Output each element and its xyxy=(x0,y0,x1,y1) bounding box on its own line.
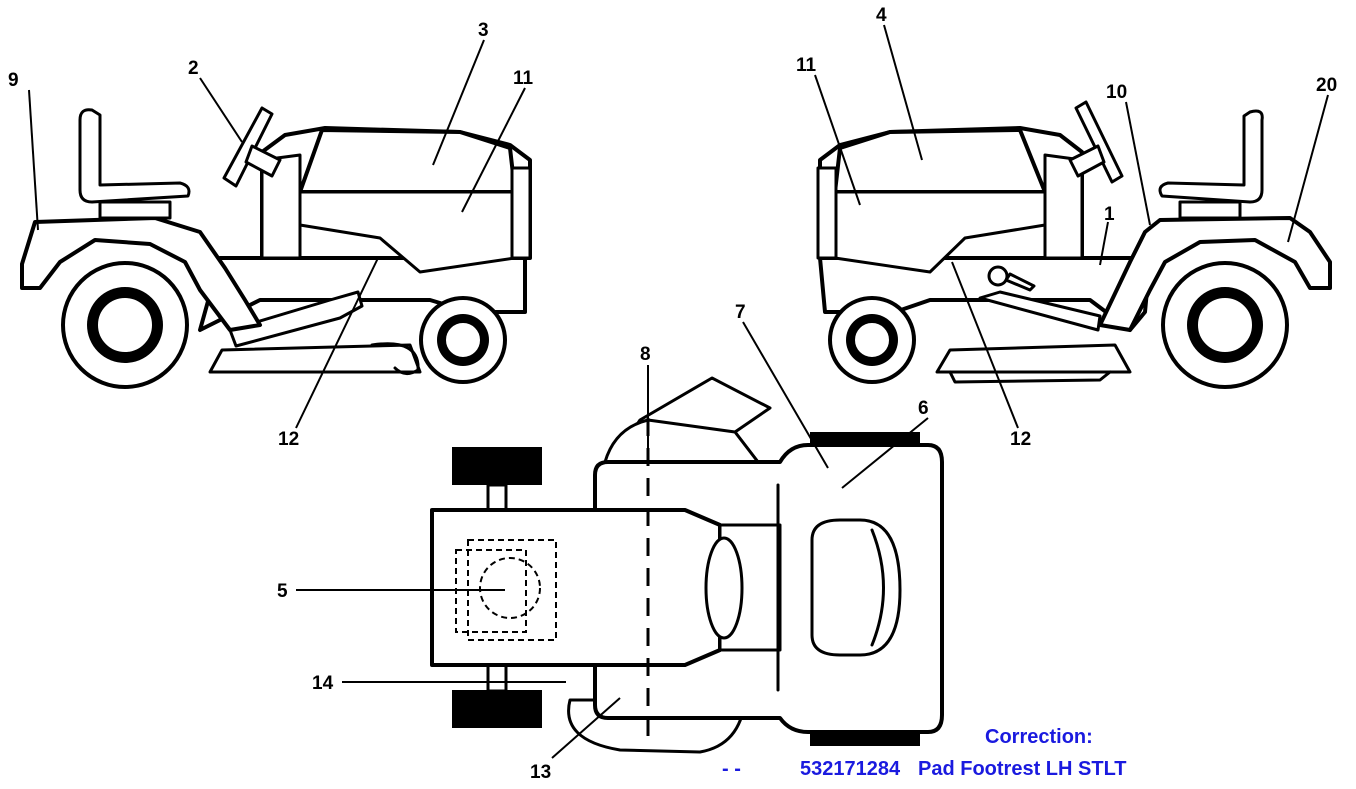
callout-5: 5 xyxy=(277,581,288,602)
mower-deck-right xyxy=(935,343,1132,374)
rear-fender-left xyxy=(20,216,262,332)
leader-7 xyxy=(742,321,829,469)
callout-12-right: 12 xyxy=(1010,429,1031,450)
frame-left xyxy=(198,256,527,332)
rear-tire-top-upper xyxy=(452,447,542,485)
callout-11-right: 11 xyxy=(796,55,817,76)
correction-heading: Correction: xyxy=(985,726,1093,748)
leader-13 xyxy=(551,697,621,759)
seat-right xyxy=(1158,109,1264,204)
leader-1 xyxy=(1099,221,1109,266)
hood-bulge-top xyxy=(810,518,902,657)
seat-base-left xyxy=(98,200,172,220)
leader-4 xyxy=(883,24,923,161)
leader-11-left xyxy=(461,87,526,213)
correction-marker: - - xyxy=(722,758,741,780)
tractor-top-view xyxy=(430,376,944,754)
callout-13: 13 xyxy=(530,762,551,783)
leader-20 xyxy=(1287,94,1329,243)
rear-fender-top xyxy=(430,508,722,667)
rear-hub-right xyxy=(1196,296,1254,354)
tractor-right-side-view xyxy=(816,100,1332,389)
rear-tire-top-lower xyxy=(452,690,542,728)
seat-base-right xyxy=(1178,200,1242,220)
leader-12-right xyxy=(951,261,1019,429)
hood-bulge-detail-top xyxy=(870,528,885,647)
callout-7: 7 xyxy=(735,302,746,323)
correction-description: Pad Footrest LH STLT xyxy=(918,758,1127,780)
callout-11-left: 11 xyxy=(513,68,534,89)
deck-discharge-chute-left xyxy=(370,342,420,375)
callout-20: 20 xyxy=(1316,75,1337,96)
footrest-left xyxy=(228,290,364,348)
mower-deck-left xyxy=(208,343,422,374)
callout-2: 2 xyxy=(188,58,199,79)
grille-left xyxy=(510,166,532,260)
dash-left xyxy=(260,153,302,260)
callout-12-left: 12 xyxy=(278,429,299,450)
throttle-knob-right xyxy=(987,265,1009,287)
rear-axle-top-upper xyxy=(486,483,508,514)
dash-right xyxy=(1043,153,1084,260)
front-hub-right xyxy=(853,321,891,359)
deck-front-arc-top xyxy=(603,418,760,464)
callout-14: 14 xyxy=(312,673,334,694)
hood-top-right xyxy=(833,128,1047,194)
callout-9: 9 xyxy=(8,70,19,91)
leader-11-right xyxy=(814,74,861,206)
callout-3: 3 xyxy=(478,20,489,41)
callout-8: 8 xyxy=(640,344,651,365)
callout-4: 4 xyxy=(876,5,887,26)
tractor-left-side-view xyxy=(20,106,532,389)
front-tire-top-upper xyxy=(810,432,920,446)
seat-left xyxy=(78,108,191,204)
steering-wheel-top xyxy=(704,536,744,640)
footrest-right xyxy=(978,290,1102,332)
correction-part-number: 532171284 xyxy=(800,758,901,780)
steering-wheel-left xyxy=(222,106,274,188)
throttle-lever-right xyxy=(1004,272,1036,292)
callout-6: 6 xyxy=(918,398,929,419)
leader-12-left xyxy=(295,257,379,429)
leader-9 xyxy=(28,89,39,231)
grille-right xyxy=(816,166,838,260)
fuel-cap-top xyxy=(479,557,541,619)
callout-labels: 9 2 3 11 12 4 11 10 20 1 12 7 6 8 5 14 1… xyxy=(8,5,1337,783)
leader-10 xyxy=(1125,101,1151,226)
rear-axle-top-lower xyxy=(486,663,508,693)
front-tire-top-lower xyxy=(810,732,920,746)
front-hub-left xyxy=(444,321,482,359)
steering-column-left xyxy=(244,144,282,178)
callout-10: 10 xyxy=(1106,82,1127,103)
hood-top-left xyxy=(298,128,517,194)
leader-3 xyxy=(432,39,485,166)
leader-6 xyxy=(841,417,929,489)
callout-1: 1 xyxy=(1104,204,1115,225)
steering-column-right xyxy=(1068,144,1106,178)
deck-discharge-chute-right xyxy=(948,370,1112,384)
leader-2 xyxy=(199,77,243,143)
rear-hub-left xyxy=(96,296,154,354)
correction-note: Correction: - - 532171284 Pad Footrest L… xyxy=(722,726,1127,780)
leader-lines xyxy=(28,24,1329,759)
